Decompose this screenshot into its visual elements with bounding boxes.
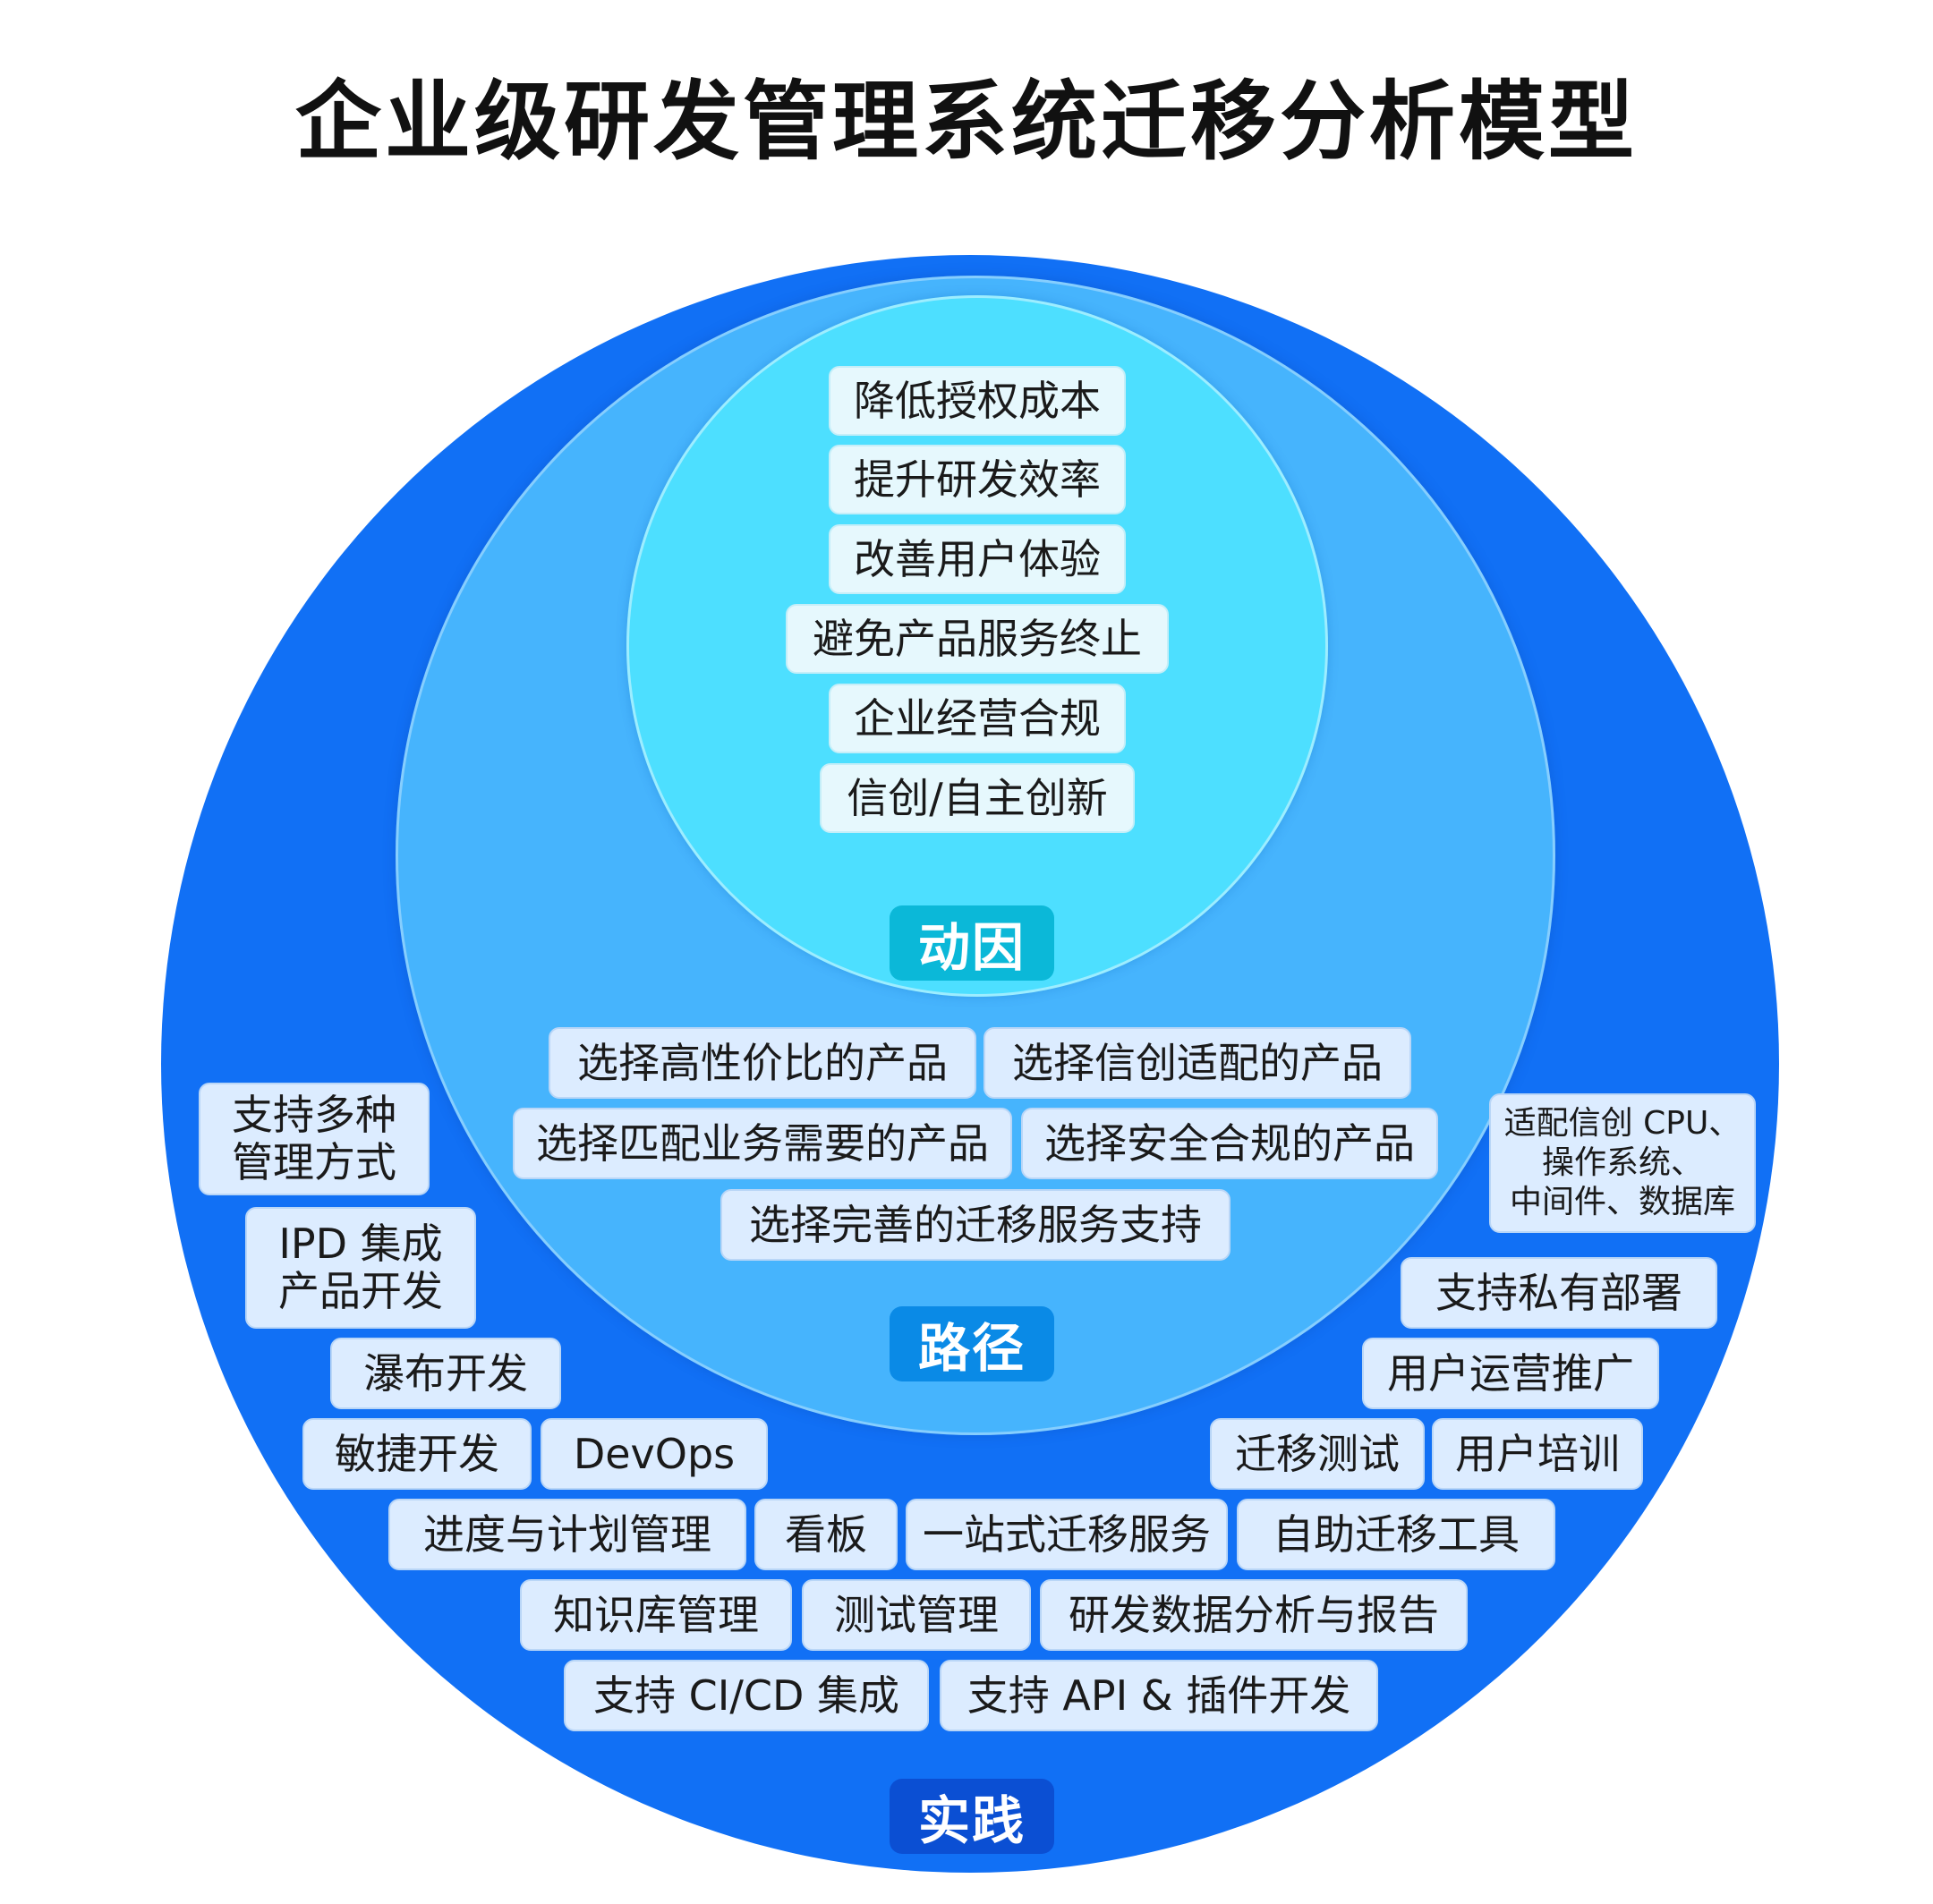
- practice-item: 适配信创 CPU、 操作系统、 中间件、数据库: [1489, 1093, 1756, 1233]
- practice-item-line: IPD 集成: [278, 1220, 443, 1269]
- motivation-item: 避免产品服务终止: [786, 604, 1169, 674]
- practice-item-line: 支持多种: [232, 1091, 396, 1140]
- motivation-label: 动因: [890, 905, 1054, 981]
- practice-item-line: 操作系统、: [1541, 1144, 1703, 1182]
- practice-item: 迁移测试: [1210, 1418, 1425, 1490]
- motivation-item: 提升研发效率: [829, 445, 1126, 514]
- practice-item: 研发数据分析与报告: [1040, 1579, 1468, 1651]
- practice-item: 知识库管理: [520, 1579, 792, 1651]
- path-label: 路径: [890, 1306, 1054, 1381]
- practice-item: 看板: [754, 1499, 898, 1570]
- motivation-item: 降低授权成本: [829, 366, 1126, 436]
- motivation-item: 企业经营合规: [829, 684, 1126, 753]
- practice-item: 支持私有部署: [1401, 1257, 1717, 1329]
- practice-item: 支持多种 管理方式: [199, 1083, 430, 1195]
- motivation-item: 改善用户体验: [829, 524, 1126, 594]
- practice-item: 瀑布开发: [330, 1338, 561, 1409]
- page-title: 企业级研发管理系统迁移分析模型: [295, 72, 1638, 172]
- practice-item: 支持 CI/CD 集成: [564, 1660, 929, 1731]
- practice-item-line: 中间件、数据库: [1509, 1183, 1735, 1220]
- practice-item: 敏捷开发: [302, 1418, 532, 1490]
- practice-label: 实践: [890, 1779, 1054, 1854]
- path-item: 选择高性价比的产品: [549, 1027, 976, 1099]
- practice-item: 用户运营推广: [1362, 1338, 1659, 1409]
- practice-item: 一站式迁移服务: [906, 1499, 1228, 1570]
- path-item: 选择安全合规的产品: [1021, 1108, 1438, 1179]
- motivation-item: 信创/自主创新: [820, 763, 1135, 833]
- practice-item: DevOps: [541, 1418, 768, 1490]
- practice-item: 支持 API & 插件开发: [940, 1660, 1378, 1731]
- path-item: 选择匹配业务需要的产品: [513, 1108, 1012, 1179]
- practice-item: 自助迁移工具: [1237, 1499, 1555, 1570]
- path-item: 选择信创适配的产品: [984, 1027, 1411, 1099]
- practice-item: 用户培训: [1432, 1418, 1643, 1490]
- path-item: 选择完善的迁移服务支持: [720, 1189, 1230, 1261]
- practice-item-line: 适配信创 CPU、: [1503, 1105, 1741, 1143]
- practice-item-line: 管理方式: [232, 1138, 396, 1186]
- practice-item: 进度与计划管理: [388, 1499, 746, 1570]
- practice-item: 测试管理: [802, 1579, 1031, 1651]
- practice-item: IPD 集成 产品开发: [245, 1207, 476, 1329]
- practice-item-line: 产品开发: [278, 1267, 443, 1315]
